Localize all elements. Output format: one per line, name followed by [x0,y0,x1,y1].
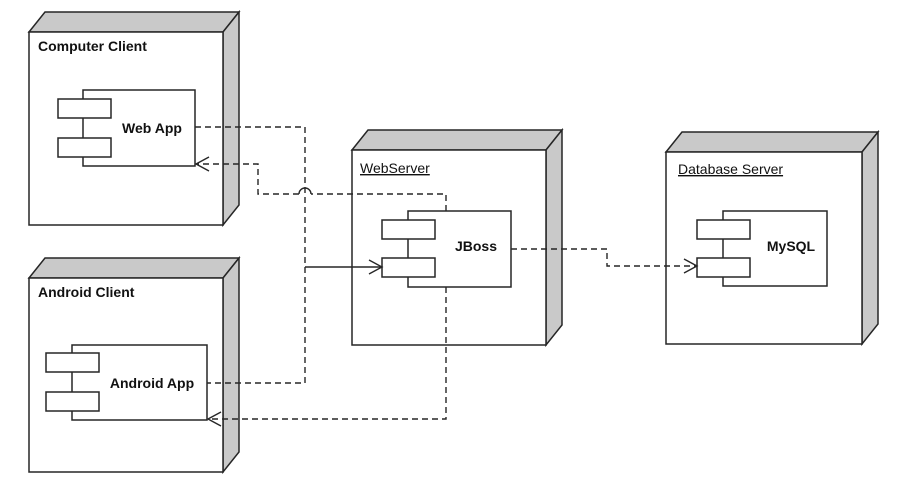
arrowhead-into-jboss-icon [368,259,384,275]
android-app-port-upper-icon [45,352,100,373]
jboss-port-lower-icon [381,257,436,278]
connector-jboss-to-webapp-right [311,193,447,211]
connector-jboss-to-webapp-left [197,163,299,195]
component-android-app: Android App [45,344,208,421]
mysql-port-lower-icon [696,257,751,278]
android-app-label: Android App [110,375,194,391]
computer-client-top-face [27,11,241,33]
connectors [194,126,699,427]
component-mysql: MySQL [696,210,828,287]
connector-clients-trunk [195,126,306,384]
computer-client-label: Computer Client [38,38,147,54]
component-web-app: Web App [57,89,196,167]
jboss-port-upper-icon [381,219,436,240]
component-jboss: JBoss [381,210,512,288]
computer-client-right-face [222,9,240,228]
webserver-label: WebServer [360,160,430,176]
webserver-right-face [545,127,563,348]
database-server-top-face [664,131,880,153]
android-client-label: Android Client [38,284,135,300]
arrowhead-into-androidapp-icon [206,411,222,427]
connector-jboss-to-androidapp [210,287,447,420]
arrowhead-into-webapp-icon [194,156,210,172]
connector-jboss-to-mysql [511,248,696,267]
line-hop-arc [298,187,312,195]
android-app-port-lower-icon [45,391,100,412]
arrowhead-into-mysql-icon [683,258,699,274]
database-server-right-face [861,129,879,347]
webserver-top-face [350,129,564,151]
database-server-label: Database Server [678,161,783,177]
android-client-top-face [27,257,241,279]
web-app-port-lower-icon [57,137,112,158]
web-app-port-upper-icon [57,98,112,119]
web-app-label: Web App [122,120,182,136]
mysql-label: MySQL [767,238,816,254]
mysql-port-upper-icon [696,219,751,240]
jboss-label: JBoss [455,238,497,254]
android-client-right-face [222,255,240,475]
